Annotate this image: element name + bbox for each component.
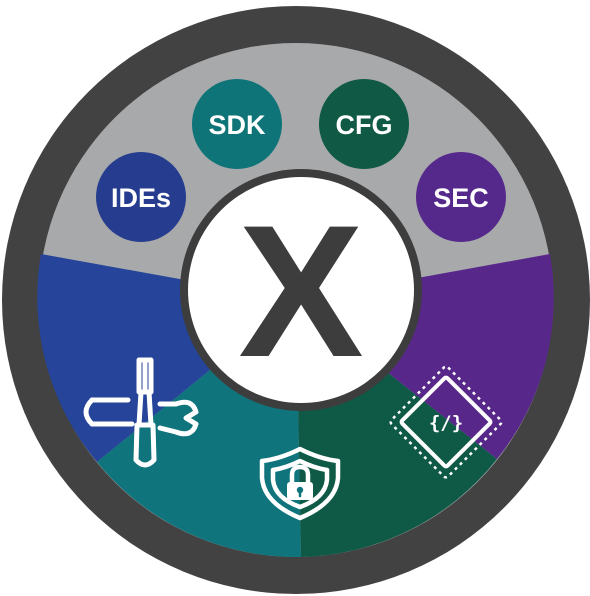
badge-cfg-circle [319,79,409,169]
badge-sdk: SDK [192,79,282,169]
badge-sdk-circle [192,79,282,169]
badge-cfg: CFG [319,79,409,169]
badge-cfg-label: CFG [336,110,393,140]
badge-sec-circle [416,152,506,242]
badge-sdk-label: SDK [208,110,266,140]
center-hub: X [180,169,422,411]
center-disk [188,177,414,403]
badge-sec-label: SEC [433,183,489,213]
tools-icon [83,357,199,468]
shield-lock-icon [259,446,341,521]
badge-sec: SEC [416,152,506,242]
badge-ides-label: IDEs [111,183,171,213]
badge-ides-circle [96,152,186,242]
chip-code-icon: {/} [389,365,503,479]
center-symbol: X [238,186,363,396]
chip-code-text: {/} [429,412,463,434]
badge-ides: IDEs [96,152,186,242]
